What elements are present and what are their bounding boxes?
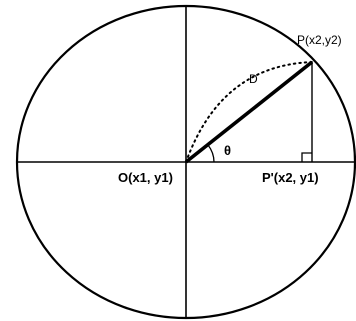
label-point-p: P(x2,y2) (297, 33, 342, 47)
angle-arc (207, 144, 215, 163)
distance-arc-dotted (185, 61, 313, 163)
label-point-p-prime: P'(x2, y1) (262, 170, 319, 185)
label-distance: D (249, 72, 258, 86)
label-origin: O(x1, y1) (118, 170, 173, 185)
label-angle-theta: θ (224, 143, 231, 158)
segment-op (184, 60, 314, 164)
right-angle-marker (301, 152, 312, 162)
